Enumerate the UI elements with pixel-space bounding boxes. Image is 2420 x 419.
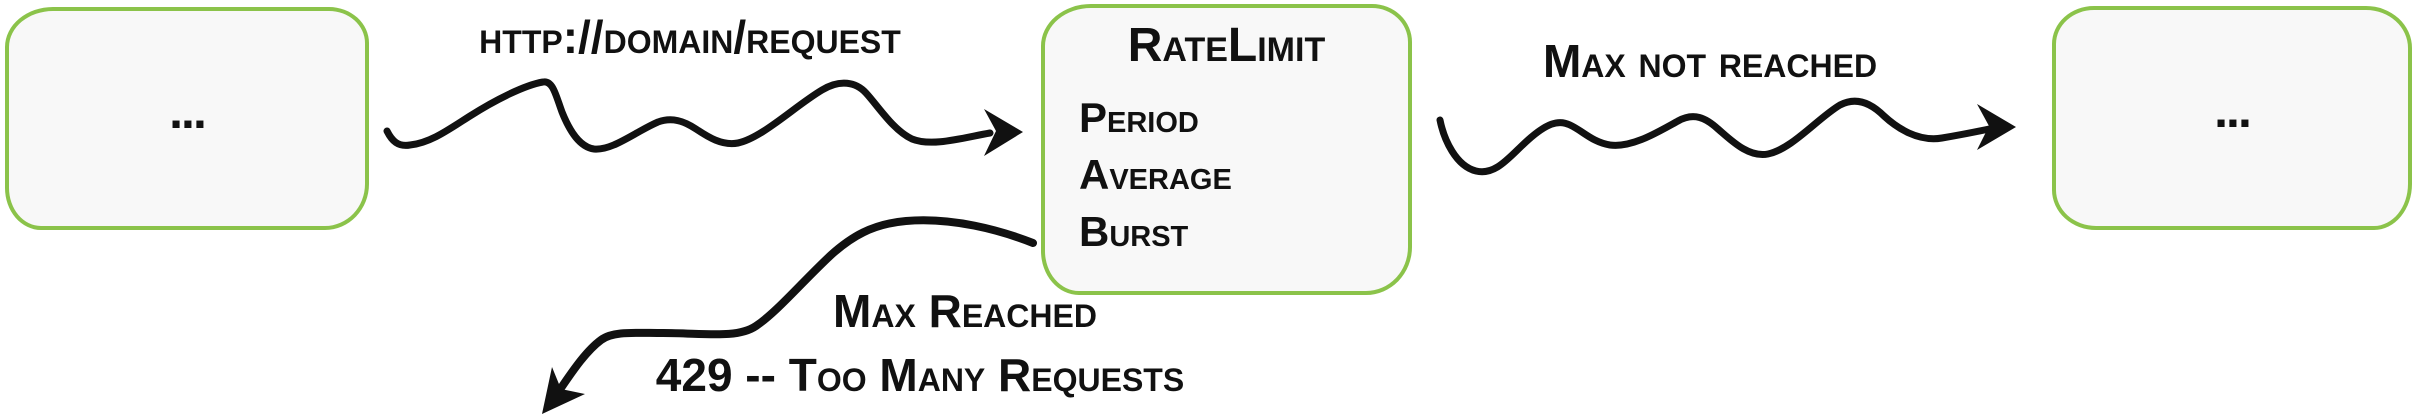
arrowhead-icon — [984, 109, 1023, 156]
ratelimit-field-list: Period Average Burst — [1045, 89, 1408, 260]
request-arrow-label: http://domain/request — [479, 11, 901, 63]
source-node-label: ... — [169, 82, 207, 139]
arrowhead-icon — [542, 367, 585, 414]
max-not-reached-arrow — [1436, 97, 2016, 176]
source-node-box: ... — [5, 7, 369, 230]
ratelimit-field-period: Period — [1079, 93, 1199, 141]
destination-node-box: ... — [2052, 6, 2412, 230]
max-not-reached-label: Max not reached — [1542, 35, 1878, 87]
ratelimit-node-box: RateLimit Period Average Burst — [1041, 4, 1412, 295]
request-arrow — [383, 78, 1023, 156]
max-reached-arrow — [542, 216, 1037, 414]
ratelimit-title: RateLimit — [1127, 19, 1326, 72]
ratelimit-field-average: Average — [1079, 150, 1232, 198]
ratelimit-field-burst: Burst — [1079, 207, 1189, 255]
arrowhead-icon — [1977, 104, 2016, 150]
max-reached-label: Max Reached — [833, 285, 1097, 337]
too-many-requests-label: 429 -- Too Many Requests — [655, 349, 1185, 401]
destination-node-label: ... — [2214, 82, 2252, 138]
